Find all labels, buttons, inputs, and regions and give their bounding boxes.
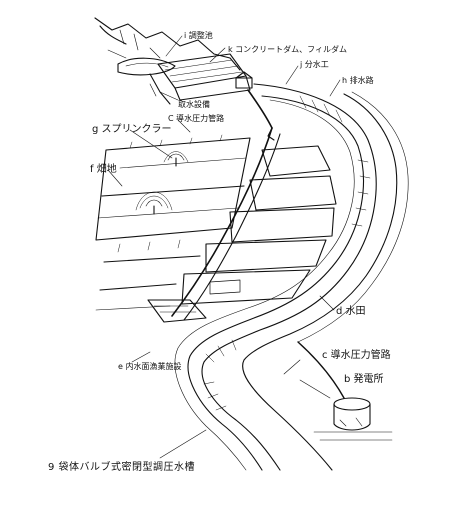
- power-station: [333, 397, 371, 431]
- upland-field: [95, 137, 251, 241]
- paddy-terrace-1: [261, 145, 331, 177]
- paddy-terrace-5: [181, 269, 311, 305]
- paddy-terrace-3: [229, 207, 335, 243]
- label-regulating-pond: i 調整池: [184, 31, 213, 40]
- label-sprinkler: g スプリンクラー: [92, 124, 172, 135]
- label-power-station: b 発電所: [344, 374, 384, 385]
- drainage-channel-outer: [201, 83, 377, 471]
- mountain-outline: [94, 17, 241, 71]
- label-diversion-works: j 分水工: [300, 60, 329, 69]
- paddy-terrace-2: [249, 175, 337, 211]
- main-conduit: [247, 89, 273, 129]
- distribution-pipe: [171, 127, 273, 317]
- label-upland-field: f 畑地: [90, 164, 117, 175]
- label-drainage-channel: h 排水路: [342, 76, 374, 85]
- label-pressure-conduit-top: C 導水圧力管路: [168, 114, 225, 123]
- penstock: [297, 341, 345, 399]
- label-paddy-field: d 水田: [336, 306, 366, 317]
- sprinkler-1: [163, 151, 189, 167]
- label-dam: k コンクリートダム、フィルダム: [228, 45, 348, 54]
- label-water-intake: 取水設備: [178, 100, 210, 109]
- reservoir-basin: [117, 57, 176, 76]
- intake-pipe: [149, 73, 171, 105]
- fish-farm-structure: [147, 299, 207, 323]
- sprinkler-2: [135, 191, 173, 215]
- drainage-channel-inner: [187, 95, 364, 471]
- paddy-terrace-4: [205, 239, 327, 273]
- dam-structure: [157, 53, 247, 89]
- figure-caption: 9 袋体バルブ式密閉型調圧水槽: [48, 462, 196, 473]
- diversion-works: [235, 77, 253, 89]
- label-pressure-conduit-bottom: c 導水圧力管路: [322, 350, 391, 361]
- label-fish-farm: e 内水面漁業施設: [118, 362, 182, 371]
